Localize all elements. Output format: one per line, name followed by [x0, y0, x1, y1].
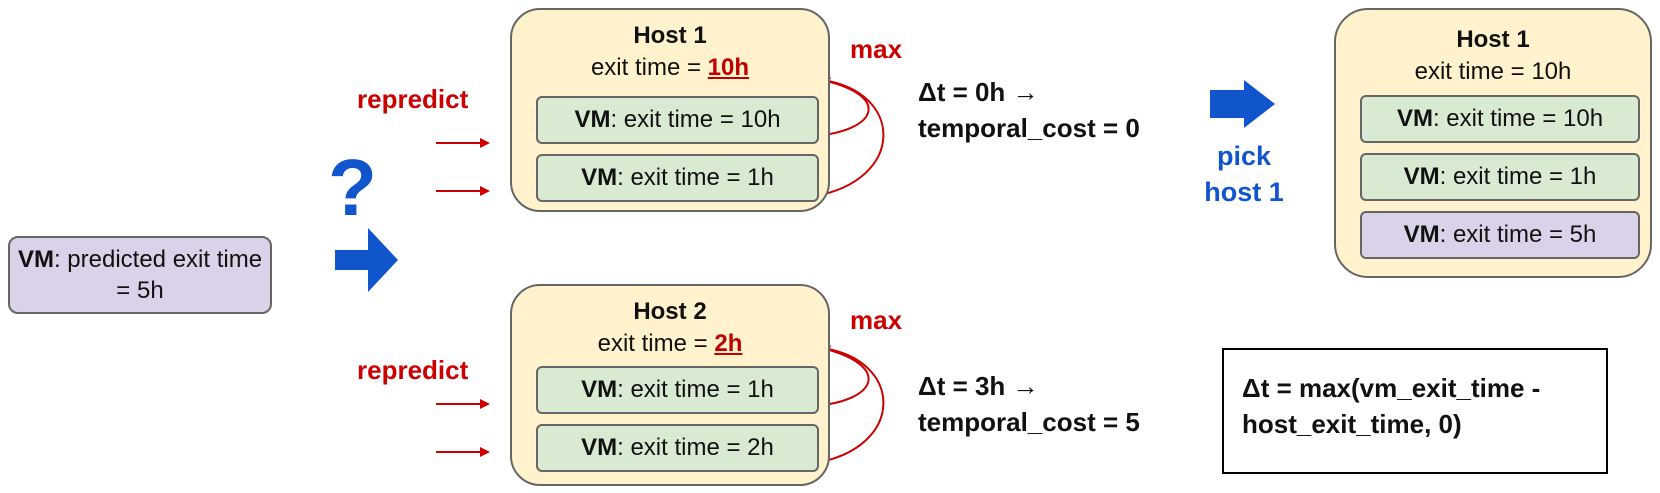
vm-row: VM: exit time = 1h	[536, 366, 819, 414]
host-exit-prefix: exit time =	[590, 54, 708, 81]
vm-exit-time: : exit time = 5h	[1439, 221, 1597, 248]
vm-exit-time: : exit time = 10h	[1432, 105, 1604, 132]
host-2-box: Host 2 exit time = 2h VM: exit time = 1h…	[510, 284, 830, 486]
vm-exit-time: : exit time = 2h	[617, 434, 774, 461]
question-mark-icon: ?	[328, 143, 377, 232]
max-curve	[814, 345, 870, 407]
vm-predicted-exit: : predicted exit time = 5h	[53, 246, 263, 304]
host-exit-time: exit time = 2h	[512, 330, 828, 358]
pick-line: pick	[1216, 141, 1272, 171]
vm-row: VM: exit time = 1h	[1360, 153, 1640, 201]
max-label: max	[850, 305, 903, 335]
vm-exit-time: : exit time = 1h	[1439, 163, 1597, 190]
repredict-label: repredict	[357, 355, 469, 385]
blue-right-arrow-icon	[335, 228, 398, 292]
host-exit-prefix: exit time =	[597, 330, 715, 357]
host-title: Host 1	[1456, 26, 1530, 53]
max-curve	[814, 347, 885, 464]
host-1-box: Host 1 exit time = 10h VM: exit time = 1…	[510, 8, 830, 212]
vm-row: VM: exit time = 10h	[1360, 95, 1640, 143]
vm-label: VM	[581, 164, 618, 191]
vm-row: VM: exit time = 1h	[536, 154, 819, 202]
vm-label: VM	[1403, 221, 1440, 248]
vm-exit-time: : exit time = 1h	[617, 376, 774, 403]
host-exit-time: exit time = 10h	[1414, 58, 1572, 85]
delta-t-line: Δt = 0h →	[918, 77, 1039, 107]
host-title: Host 1	[633, 22, 707, 49]
vm-label: VM	[1396, 105, 1433, 132]
max-curve	[814, 79, 885, 197]
vm-label: VM	[581, 376, 618, 403]
vm-row: VM: exit time = 10h	[536, 96, 819, 144]
formula-box: Δt = max(vm_exit_time - host_exit_time, …	[1222, 348, 1608, 474]
vm-row-new: VM: exit time = 5h	[1360, 211, 1640, 259]
vm-exit-time: : exit time = 1h	[617, 164, 774, 191]
incoming-vm-box: VM: predicted exit time = 5h	[8, 236, 272, 314]
max-curve	[814, 76, 870, 137]
host-2-cost: Δt = 3h → temporal_cost = 5	[918, 368, 1140, 440]
vm-label: VM	[17, 246, 54, 273]
host-exit-value: 10h	[707, 54, 750, 81]
blue-right-arrow-icon	[1210, 80, 1275, 128]
temporal-cost-line: temporal_cost = 0	[918, 113, 1140, 143]
formula-line: host_exit_time, 0)	[1242, 409, 1462, 439]
host-1-cost: Δt = 0h → temporal_cost = 0	[918, 74, 1140, 146]
result-host-box: Host 1 exit time = 10h VM: exit time = 1…	[1334, 8, 1652, 278]
max-label: max	[850, 34, 903, 64]
formula-line: Δt = max(vm_exit_time -	[1242, 373, 1541, 403]
pick-host-line: host 1	[1204, 177, 1284, 207]
host-title: Host 2	[633, 298, 707, 325]
repredict-label: repredict	[357, 84, 469, 114]
vm-exit-time: : exit time = 10h	[610, 106, 781, 133]
delta-t-line: Δt = 3h →	[918, 371, 1039, 401]
pick-host-label: pick host 1	[1190, 138, 1298, 210]
vm-label: VM	[574, 106, 611, 133]
host-exit-value: 2h	[714, 330, 743, 357]
vm-label: VM	[1403, 163, 1440, 190]
vm-label: VM	[581, 434, 618, 461]
temporal-cost-line: temporal_cost = 5	[918, 407, 1140, 437]
host-exit-time: exit time = 10h	[512, 54, 828, 82]
vm-row: VM: exit time = 2h	[536, 424, 819, 472]
